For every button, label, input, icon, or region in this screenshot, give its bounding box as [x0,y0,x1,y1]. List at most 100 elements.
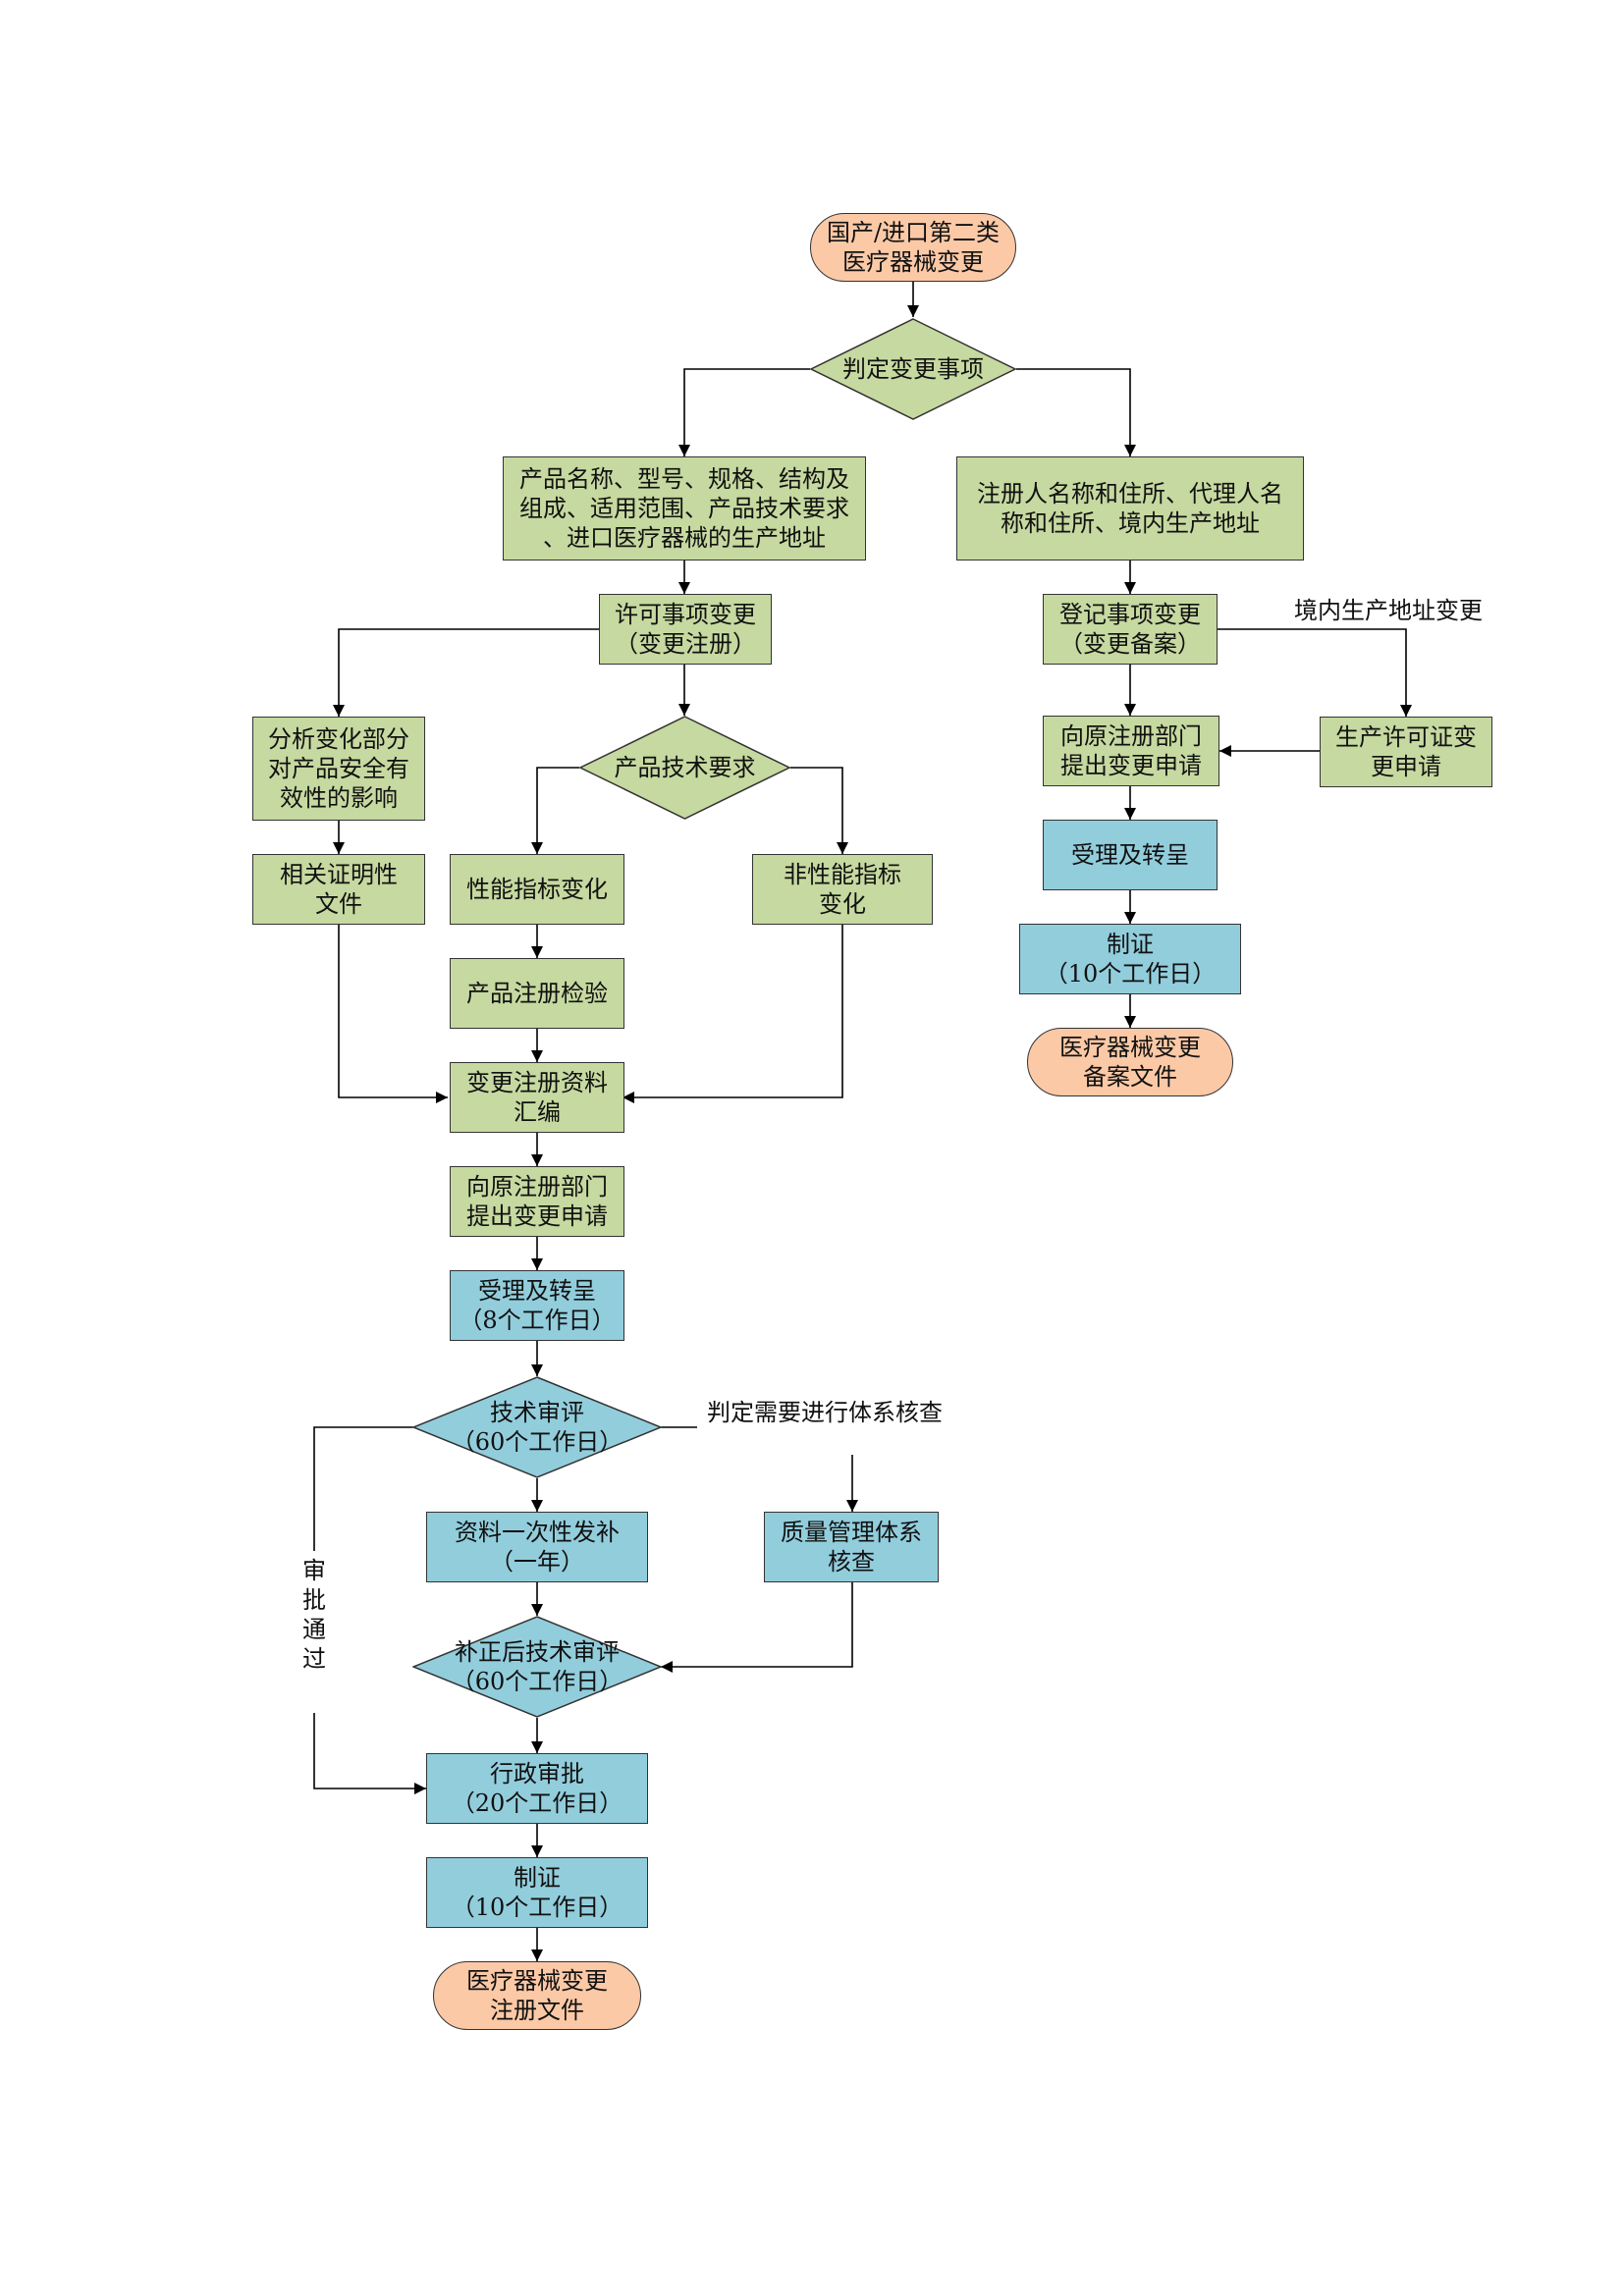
start-terminal-line-2: 医疗器械变更 [842,248,984,276]
accept-right-box: 受理及转呈 [1043,820,1218,890]
re-review-text: 补正后技术审评（60个工作日） [412,1616,662,1718]
apply-left-box: 向原注册部门提出变更申请 [450,1166,624,1237]
tech-req-diamond: 产品技术要求 [579,716,790,820]
end-left-terminal-line-1: 医疗器械变更 [466,1967,608,1995]
perf-change-box-line-1: 性能指标变化 [466,876,608,903]
compile-box: 变更注册资料汇编 [450,1062,624,1133]
admin-approval-box-line-1: 行政审批 [490,1760,584,1788]
approved-label-line-1: 审 [302,1557,326,1584]
registration-items-box-line-1: 注册人名称和住所、代理人名 [977,480,1283,507]
cert-right-box: 制证（10个工作日） [1019,924,1241,994]
analyze-effect-box-line-1: 分析变化部分 [268,725,409,753]
nonperf-change-box-line-2: 变化 [819,890,866,918]
proof-docs-box-line-2: 文件 [315,890,362,918]
edge-review-approve-bypass-b [313,1713,426,1794]
license-change-request-box-line-2: 更申请 [1371,753,1441,780]
accept-left-box: 受理及转呈（8个工作日） [450,1270,624,1341]
apply-right-box: 向原注册部门提出变更申请 [1043,716,1219,786]
license-change-box: 许可事项变更（变更注册） [599,594,772,665]
license-change-box-line-1: 许可事项变更 [615,601,756,628]
end-left-terminal-line-2: 注册文件 [490,1997,584,2024]
tech-review-text: 技术审评（60个工作日） [412,1376,662,1478]
edge-techreq-nonperf [790,767,848,854]
analyze-effect-box-line-3: 效性的影响 [280,784,398,812]
apply-left-box-line-1: 向原注册部门 [466,1173,608,1201]
supplement-box-line-1: 资料一次性发补 [455,1519,620,1546]
admin-approval-box-line-2: （20个工作日） [451,1789,623,1817]
inspection-box-line-1: 产品注册检验 [466,980,608,1007]
accept-left-box-line-1: 受理及转呈 [478,1277,596,1305]
compile-box-line-2: 汇编 [514,1098,561,1126]
license-items-box-line-3: 、进口医疗器械的生产地址 [543,524,826,552]
qms-check-box: 质量管理体系核查 [764,1512,939,1582]
end-right-terminal: 医疗器械变更备案文件 [1027,1028,1233,1096]
cert-left-box: 制证（10个工作日） [426,1857,648,1928]
edge-qms-rereview [661,1582,853,1673]
admin-approval-box: 行政审批（20个工作日） [426,1753,648,1824]
license-change-request-box: 生产许可证变更申请 [1320,717,1492,787]
record-change-box-line-1: 登记事项变更 [1059,601,1201,628]
apply-right-box-line-1: 向原注册部门 [1060,722,1202,750]
qms-needed-label: 判定需要进行体系核查 [707,1398,943,1427]
edge-decide-license [678,368,810,456]
end-left-terminal: 医疗器械变更注册文件 [433,1961,641,2030]
apply-right-box-line-2: 提出变更申请 [1060,752,1202,779]
edge-nonperf-compile [623,925,843,1103]
tech-req-text-line-1: 产品技术要求 [614,754,756,781]
edge-review-approve-bypass-a [313,1426,413,1551]
approved-label-line-4: 过 [302,1645,326,1673]
re-review-text-line-1: 补正后技术审评 [455,1638,620,1666]
inspection-box: 产品注册检验 [450,958,624,1029]
domestic-address-label-line-2: 地址变更 [1388,597,1483,624]
re-review-diamond: 补正后技术审评（60个工作日） [412,1616,662,1718]
domestic-address-label-line-1: 境内生产 [1294,597,1388,624]
decide-change-diamond: 判定变更事项 [810,318,1016,420]
license-items-box-line-1: 产品名称、型号、规格、结构及 [519,465,849,493]
registration-items-box-line-2: 称和住所、境内生产地址 [1001,509,1260,537]
accept-right-box-line-1: 受理及转呈 [1071,841,1189,869]
cert-left-box-line-2: （10个工作日） [451,1894,623,1921]
license-items-box-line-2: 组成、适用范围、产品技术要求 [519,495,849,522]
decide-change-text-line-1: 判定变更事项 [842,355,984,383]
decide-change-text: 判定变更事项 [810,318,1016,420]
tech-review-diamond: 技术审评（60个工作日） [412,1376,662,1478]
supplement-box: 资料一次性发补（一年） [426,1512,648,1582]
approved-label-line-3: 通 [302,1616,326,1643]
accept-left-box-line-2: （8个工作日） [459,1307,616,1334]
qms-needed-label-line-2: 体系核查 [848,1399,943,1426]
start-terminal: 国产/进口第二类医疗器械变更 [810,213,1016,282]
cert-right-box-line-1: 制证 [1107,931,1154,958]
start-terminal-line-1: 国产/进口第二类 [826,219,1001,246]
edge-decide-registration [1016,368,1136,456]
perf-change-box: 性能指标变化 [450,854,624,925]
record-change-box-line-2: （变更备案） [1059,630,1201,658]
approved-label: 审批通过 [299,1556,329,1674]
end-right-terminal-line-1: 医疗器械变更 [1059,1034,1201,1061]
edge-techreq-perf [531,767,579,854]
proof-docs-box: 相关证明性文件 [252,854,425,925]
license-change-box-line-2: （变更注册） [615,630,756,658]
qms-check-box-line-2: 核查 [828,1548,875,1575]
compile-box-line-1: 变更注册资料 [466,1069,608,1096]
cert-left-box-line-1: 制证 [514,1864,561,1892]
cert-right-box-line-2: （10个工作日） [1044,960,1217,988]
supplement-box-line-2: （一年） [490,1548,584,1575]
proof-docs-box-line-1: 相关证明性 [280,861,398,888]
qms-needed-label-line-1: 判定需要进行 [707,1399,848,1426]
edge-proof-compile [338,925,448,1103]
license-change-request-box-line-1: 生产许可证变 [1335,723,1477,751]
analyze-effect-box: 分析变化部分对产品安全有效性的影响 [252,717,425,821]
tech-review-text-line-1: 技术审评 [490,1399,584,1426]
license-items-box: 产品名称、型号、规格、结构及组成、适用范围、产品技术要求、进口医疗器械的生产地址 [503,456,866,561]
nonperf-change-box: 非性能指标变化 [752,854,933,925]
qms-check-box-line-1: 质量管理体系 [781,1519,922,1546]
edge-change-analyze [333,628,599,717]
domestic-address-label: 境内生产地址变更 [1294,596,1483,625]
registration-items-box: 注册人名称和住所、代理人名称和住所、境内生产地址 [956,456,1304,561]
tech-req-text: 产品技术要求 [579,716,790,820]
apply-left-box-line-2: 提出变更申请 [466,1202,608,1230]
end-right-terminal-line-2: 备案文件 [1083,1063,1177,1091]
edge-record-licensereq [1218,628,1412,717]
